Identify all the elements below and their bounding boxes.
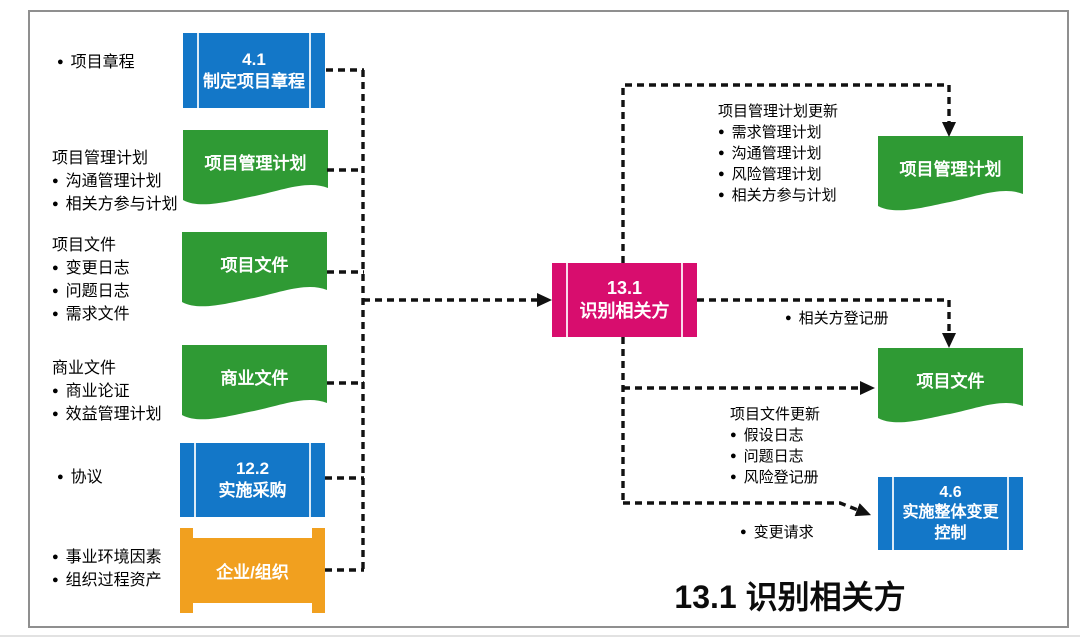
document-outline — [878, 348, 1023, 423]
process-name: 实施采购 — [218, 481, 287, 500]
process-box-4-6-perform-integrated-change-control: 4.6 实施整体变更 控制 — [878, 477, 1023, 550]
label-bullet-item: 商业论证 — [52, 380, 162, 403]
label-bullet-item: 风险管理计划 — [718, 164, 838, 185]
label-bullet-item: 变更日志 — [52, 257, 130, 280]
process-code: 4.1 — [242, 49, 266, 69]
label-bullet-item: 相关方参与计划 — [718, 185, 838, 206]
org-enterprise-organization: 企业/组织 — [180, 528, 325, 613]
document-project-documents-output: 项目文件 — [878, 348, 1023, 433]
document-project-documents-input: 项目文件 — [182, 232, 327, 317]
label-bullet-item: 组织过程资产 — [52, 569, 162, 592]
label-bullet-item: 相关方参与计划 — [52, 193, 178, 216]
label-heading: 项目文件更新 — [730, 406, 821, 423]
label-bullet-item: 沟通管理计划 — [718, 143, 838, 164]
document-label: 项目管理计划 — [899, 159, 1002, 179]
document-business-documents-input: 商业文件 — [182, 345, 327, 430]
process-code: 4.6 — [939, 483, 962, 501]
org-right-bar — [312, 528, 325, 613]
output-label-change-requests: 变更请求 — [740, 522, 814, 543]
label-bullet-item: 效益管理计划 — [52, 403, 162, 426]
label-heading: 商业文件 — [52, 360, 117, 377]
label-bullet-item: 沟通管理计划 — [52, 170, 178, 193]
label-bullet-item: 事业环境因素 — [52, 546, 162, 569]
output-label-pm-plan-updates: 项目管理计划更新 需求管理计划 沟通管理计划 风险管理计划 相关方参与计划 — [718, 102, 838, 206]
document-outline — [183, 130, 328, 205]
process-box-13-1-identify-stakeholders: 13.1 识别相关方 — [552, 263, 697, 337]
diagram-title: 13.1 识别相关方 — [674, 579, 906, 615]
label-bullet-item: 问题日志 — [730, 446, 820, 467]
label-bullet-item: 假设日志 — [730, 425, 820, 446]
process-box-12-2-conduct-procurements: 12.2 实施采购 — [180, 443, 325, 517]
document-label: 商业文件 — [220, 368, 289, 388]
process-name: 制定项目章程 — [203, 71, 305, 91]
process-code: 12.2 — [235, 459, 270, 479]
label-heading: 项目文件 — [52, 237, 117, 254]
input-label-eef-opa: 事业环境因素 组织过程资产 — [52, 546, 162, 592]
label-bullet-item: 问题日志 — [52, 280, 130, 303]
document-project-management-plan-output: 项目管理计划 — [878, 136, 1023, 221]
input-label-project-charter: 项目章程 — [57, 51, 135, 74]
process-name: 实施整体变更 控制 — [902, 504, 999, 542]
label-bullet-item: 协议 — [57, 466, 103, 489]
output-label-stakeholder-register: 相关方登记册 — [785, 308, 889, 329]
page-divider-line — [0, 635, 1080, 637]
process-code: 13.1 — [606, 277, 643, 298]
output-label-project-documents-updates: 项目文件更新 假设日志 问题日志 风险登记册 — [730, 405, 820, 488]
document-outline — [182, 232, 327, 307]
process-name: 识别相关方 — [579, 301, 670, 321]
input-label-project-documents: 项目文件 变更日志 问题日志 需求文件 — [52, 234, 130, 326]
input-label-project-management-plan: 项目管理计划 沟通管理计划 相关方参与计划 — [52, 147, 178, 216]
document-label: 项目文件 — [916, 371, 985, 391]
label-bullet-item: 需求管理计划 — [718, 122, 838, 143]
label-bullet-item: 风险登记册 — [730, 467, 820, 488]
label-heading: 项目管理计划更新 — [718, 103, 839, 120]
input-label-business-documents: 商业文件 商业论证 效益管理计划 — [52, 357, 162, 426]
input-label-agreements: 协议 — [57, 466, 103, 489]
label-bullet-item: 变更请求 — [740, 522, 814, 543]
label-bullet-item: 相关方登记册 — [785, 308, 889, 329]
document-label: 项目文件 — [220, 255, 289, 275]
label-bullet-item: 项目章程 — [57, 51, 135, 74]
label-bullet-item: 需求文件 — [52, 303, 130, 326]
org-body: 企业/组织 — [185, 538, 320, 603]
process-box-4-1-develop-project-charter: 4.1 制定项目章程 — [183, 33, 325, 108]
document-label: 项目管理计划 — [204, 153, 307, 173]
label-heading: 项目管理计划 — [52, 150, 149, 167]
org-left-bar — [180, 528, 193, 613]
document-outline — [182, 345, 327, 420]
org-label: 企业/组织 — [216, 563, 289, 582]
document-project-management-plan-input: 项目管理计划 — [183, 130, 328, 215]
